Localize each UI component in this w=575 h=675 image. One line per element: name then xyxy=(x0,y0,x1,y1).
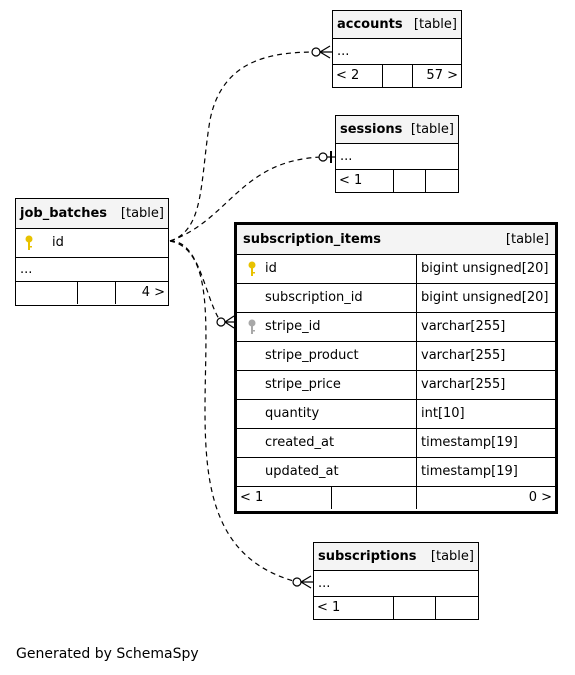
column-name-cell: id xyxy=(237,255,417,283)
children-count xyxy=(436,597,478,619)
column-row: id xyxy=(16,229,168,258)
columns-count xyxy=(394,597,436,619)
children-count: 0 > xyxy=(528,490,552,505)
primary-key-icon xyxy=(25,235,33,250)
table-footer: < 1 xyxy=(336,170,458,192)
table-footer: < 2 57 > xyxy=(333,65,461,87)
table-subscription-items[interactable]: subscription_items [table] id bigint unsi… xyxy=(234,222,558,514)
columns-count xyxy=(332,487,417,509)
primary-key-icon xyxy=(248,261,256,276)
table-name: accounts xyxy=(337,16,403,32)
generated-by-label: Generated by SchemaSpy xyxy=(16,646,199,662)
table-footer: 4 > xyxy=(16,282,168,304)
column-list: id bigint unsigned[20] subscription_id bigi… xyxy=(237,255,555,487)
table-job-batches[interactable]: job_batches [table] id ... 4 > xyxy=(15,198,169,306)
parents-count: < 2 xyxy=(333,65,383,87)
column-row: quantity int[10] xyxy=(237,400,555,429)
table-row-more: ... xyxy=(16,258,168,282)
columns-count xyxy=(78,282,116,304)
columns-count xyxy=(394,170,426,192)
columns-count xyxy=(383,65,413,87)
table-footer: < 1 0 > xyxy=(237,487,555,509)
parents-count: < 1 xyxy=(336,170,394,192)
edge-job-batches-subscriptions xyxy=(169,240,298,583)
column-name-cell: created_at xyxy=(237,429,417,457)
column-name: stripe_product xyxy=(265,348,359,363)
parents-count: < 1 xyxy=(314,597,394,619)
table-name: sessions xyxy=(340,121,403,137)
column-type: bigint unsigned[20] xyxy=(421,290,549,305)
index-key-icon xyxy=(248,319,256,334)
column-row: id bigint unsigned[20] xyxy=(237,255,555,284)
column-type: int[10] xyxy=(421,406,465,421)
children-count xyxy=(426,170,458,192)
column-name-cell: quantity xyxy=(237,400,417,428)
table-kind: [table] xyxy=(413,16,457,32)
column-type: bigint unsigned[20] xyxy=(421,261,549,276)
children-count: 4 > xyxy=(141,285,165,300)
edge-job-batches-sessions xyxy=(169,156,323,242)
column-name: id xyxy=(265,261,277,276)
column-name-cell: updated_at xyxy=(237,458,417,486)
column-row: subscription_id bigint unsigned[20] xyxy=(237,284,555,313)
column-name: created_at xyxy=(265,435,335,450)
table-sessions[interactable]: sessions [table] ... < 1 xyxy=(335,115,459,193)
column-type: varchar[255] xyxy=(421,348,506,363)
column-type: varchar[255] xyxy=(421,377,506,392)
edge-job-batches-subscription-items xyxy=(169,240,222,323)
column-name: id xyxy=(52,235,64,250)
table-kind: [table] xyxy=(430,548,474,564)
table-footer: < 1 xyxy=(314,597,478,619)
table-name: subscription_items xyxy=(243,231,382,247)
children-count: 57 > xyxy=(426,68,458,83)
column-type: timestamp[19] xyxy=(421,435,518,450)
table-header: sessions [table] xyxy=(336,116,458,144)
table-row-more: ... xyxy=(336,144,458,170)
column-name: updated_at xyxy=(265,464,339,479)
column-name: subscription_id xyxy=(265,290,363,305)
table-accounts[interactable]: accounts [table] ... < 2 57 > xyxy=(332,10,462,88)
column-name-cell: stripe_id xyxy=(237,313,417,341)
table-kind: [table] xyxy=(120,205,164,221)
table-name: job_batches xyxy=(20,205,108,221)
table-header: subscriptions [table] xyxy=(314,543,478,571)
column-type: timestamp[19] xyxy=(421,464,518,479)
table-header: accounts [table] xyxy=(333,11,461,39)
column-row: updated_at timestamp[19] xyxy=(237,458,555,487)
column-name: stripe_id xyxy=(265,319,321,334)
edge-job-batches-accounts xyxy=(169,51,317,242)
column-row: stripe_product varchar[255] xyxy=(237,342,555,371)
column-name-cell: stripe_product xyxy=(237,342,417,370)
column-row: stripe_price varchar[255] xyxy=(237,371,555,400)
table-header: job_batches [table] xyxy=(16,199,168,229)
parents-count xyxy=(16,282,78,304)
table-row-more: ... xyxy=(314,571,478,597)
column-row: stripe_id varchar[255] xyxy=(237,313,555,342)
table-kind: [table] xyxy=(410,121,454,137)
table-header: subscription_items [table] xyxy=(237,225,555,255)
table-name: subscriptions xyxy=(318,548,417,564)
table-row-more: ... xyxy=(333,39,461,65)
column-name: stripe_price xyxy=(265,377,341,392)
table-subscriptions[interactable]: subscriptions [table] ... < 1 xyxy=(313,542,479,620)
column-name-cell: subscription_id xyxy=(237,284,417,312)
parents-count: < 1 xyxy=(237,487,332,509)
column-row: created_at timestamp[19] xyxy=(237,429,555,458)
column-name: quantity xyxy=(265,406,320,421)
table-kind: [table] xyxy=(505,231,549,247)
column-type: varchar[255] xyxy=(421,319,506,334)
column-name-cell: stripe_price xyxy=(237,371,417,399)
